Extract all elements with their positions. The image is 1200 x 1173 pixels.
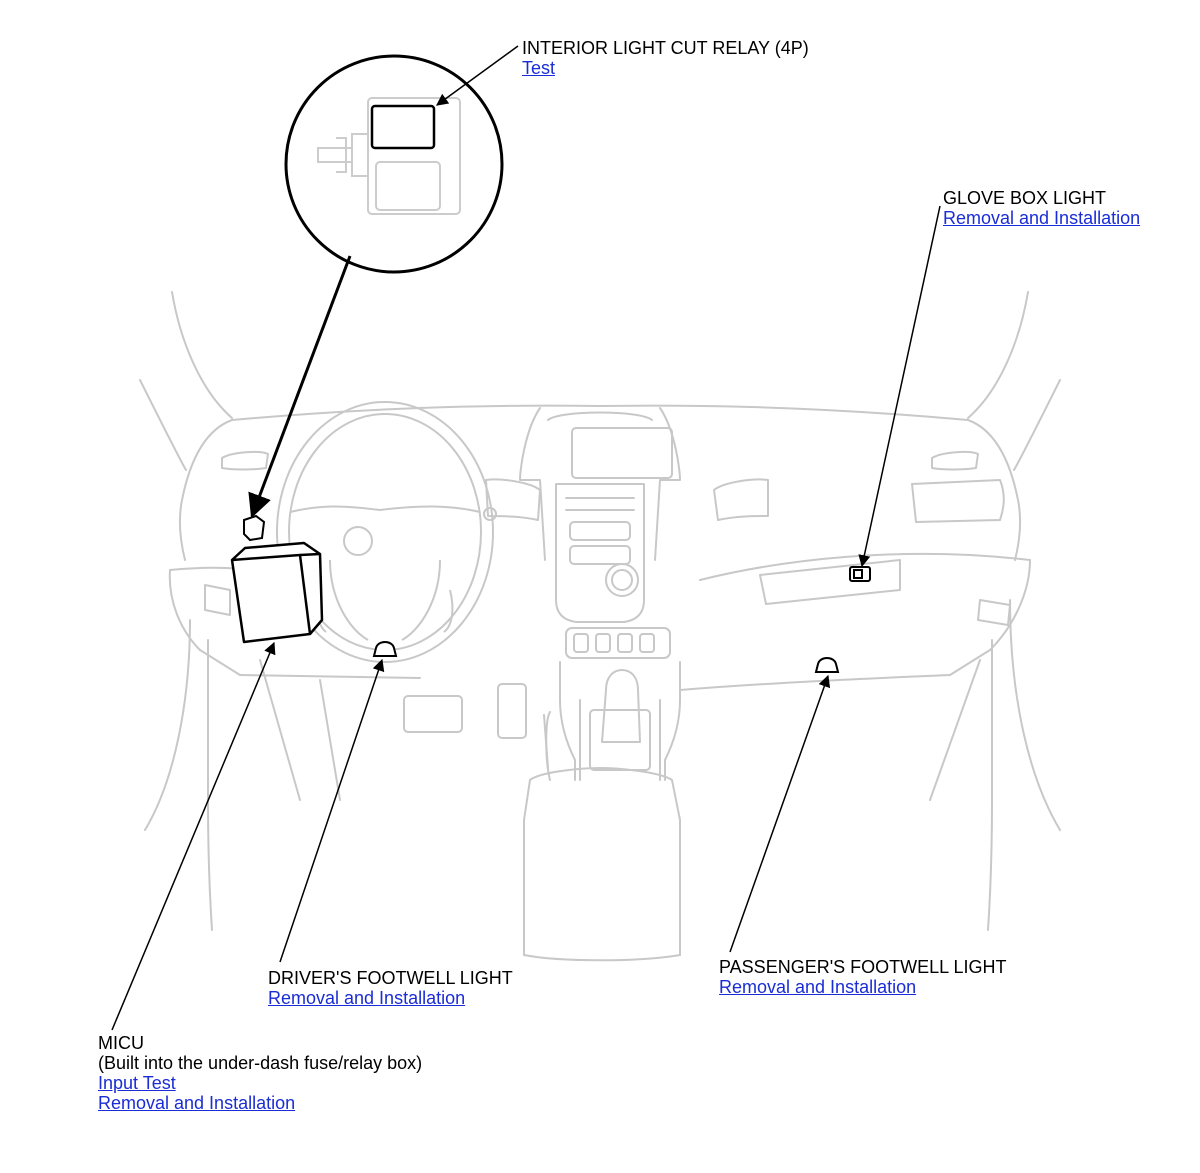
micu-title: MICU — [98, 1033, 144, 1053]
glove-box-callout: GLOVE BOX LIGHT Removal and Installation — [943, 188, 1140, 228]
relay-detail-inset — [284, 54, 504, 274]
passenger-footwell-callout: PASSENGER'S FOOTWELL LIGHT Removal and I… — [719, 957, 1007, 997]
micu-input-test-link[interactable]: Input Test — [98, 1073, 176, 1093]
driver-footwell-callout: DRIVER'S FOOTWELL LIGHT Removal and Inst… — [268, 968, 513, 1008]
micu-note: (Built into the under-dash fuse/relay bo… — [98, 1053, 423, 1073]
relay-highlight — [370, 104, 436, 150]
micu-box — [230, 541, 324, 644]
passenger-footwell-leader-line — [729, 674, 831, 953]
driver-footwell-removal-link[interactable]: Removal and Installation — [268, 988, 466, 1008]
glove-box-title: GLOVE BOX LIGHT — [943, 188, 1107, 208]
leader-lines — [111, 45, 941, 1031]
inset-to-relay-line — [248, 255, 352, 519]
driver-footwell-leader-line — [279, 658, 385, 963]
micu-callout: MICU (Built into the under-dash fuse/rel… — [98, 1033, 422, 1113]
driver-footwell-title: DRIVER'S FOOTWELL LIGHT — [268, 968, 513, 988]
passenger-footwell-title: PASSENGER'S FOOTWELL LIGHT — [719, 957, 1007, 977]
micu-leader-line — [111, 641, 276, 1031]
relay-title: INTERIOR LIGHT CUT RELAY (4P) — [522, 38, 809, 58]
relay-leader-line — [436, 45, 519, 106]
driver-footwell-light-component — [372, 641, 398, 657]
relay-test-link[interactable]: Test — [522, 58, 556, 78]
relay-component — [243, 514, 266, 542]
glove-box-light-component — [849, 566, 871, 582]
glove-box-leader-line — [858, 205, 941, 568]
relay-callout: INTERIOR LIGHT CUT RELAY (4P) Test — [522, 38, 809, 78]
micu-removal-link[interactable]: Removal and Installation — [98, 1093, 296, 1113]
glove-box-removal-link[interactable]: Removal and Installation — [943, 208, 1141, 228]
passenger-footwell-removal-link[interactable]: Removal and Installation — [719, 977, 917, 997]
passenger-footwell-light-component — [814, 657, 840, 673]
